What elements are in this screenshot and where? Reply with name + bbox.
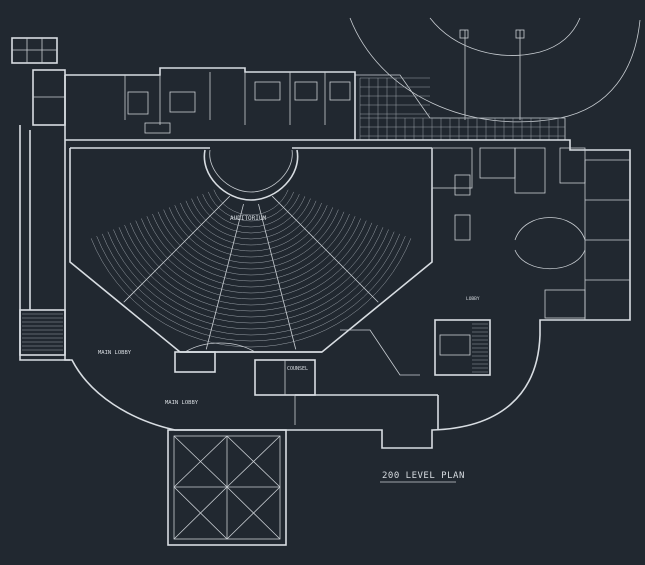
seat-row: [141, 218, 361, 294]
main-lobby-label-1: MAIN LOBBY: [98, 350, 132, 356]
auditorium-label: AUDITORIUM: [230, 215, 267, 222]
main-lobby-label-2: MAIN LOBBY: [165, 400, 199, 406]
seat-row: [96, 236, 406, 342]
lower-rooms: [174, 329, 420, 425]
seat-row: [191, 198, 311, 240]
seat-row: [163, 209, 339, 270]
seat-row: [118, 227, 384, 318]
seat-row: [196, 196, 306, 234]
plan-line: [258, 203, 297, 350]
seat-row: [168, 207, 334, 264]
seat-row: [113, 229, 389, 324]
entry-canopy: [167, 429, 287, 546]
seat-row: [124, 224, 378, 312]
seat-row: [90, 238, 412, 348]
seat-row: [129, 222, 373, 306]
seat-row: [180, 202, 322, 252]
auditorium: [69, 147, 433, 353]
seat-row: [185, 200, 317, 246]
field-arc: [349, 17, 641, 123]
counsel-label: COUNSEL: [287, 366, 308, 372]
seat-row: [107, 231, 395, 330]
seat-row: [146, 216, 356, 288]
plan-line: [205, 203, 244, 350]
seat-row: [202, 194, 300, 228]
plan-title: 200 LEVEL PLAN: [382, 471, 465, 481]
plan-line: [123, 195, 231, 303]
seat-row: [157, 211, 345, 276]
seat-row: [152, 213, 350, 282]
seat-row: [135, 220, 367, 300]
lobby-label: LOBBY: [466, 296, 480, 302]
paving-grid: [354, 74, 566, 141]
left-wing: [19, 125, 70, 361]
center-stair: [434, 319, 491, 376]
right-rooms: [431, 147, 630, 320]
top-left-stair: [11, 37, 66, 126]
upper-rooms: [64, 67, 356, 141]
plan-line: [271, 195, 379, 303]
seat-row: [207, 191, 295, 222]
seat-row: [213, 189, 289, 216]
seat-row: [102, 233, 400, 336]
seat-row: [174, 205, 328, 258]
building-outline: [64, 139, 631, 449]
